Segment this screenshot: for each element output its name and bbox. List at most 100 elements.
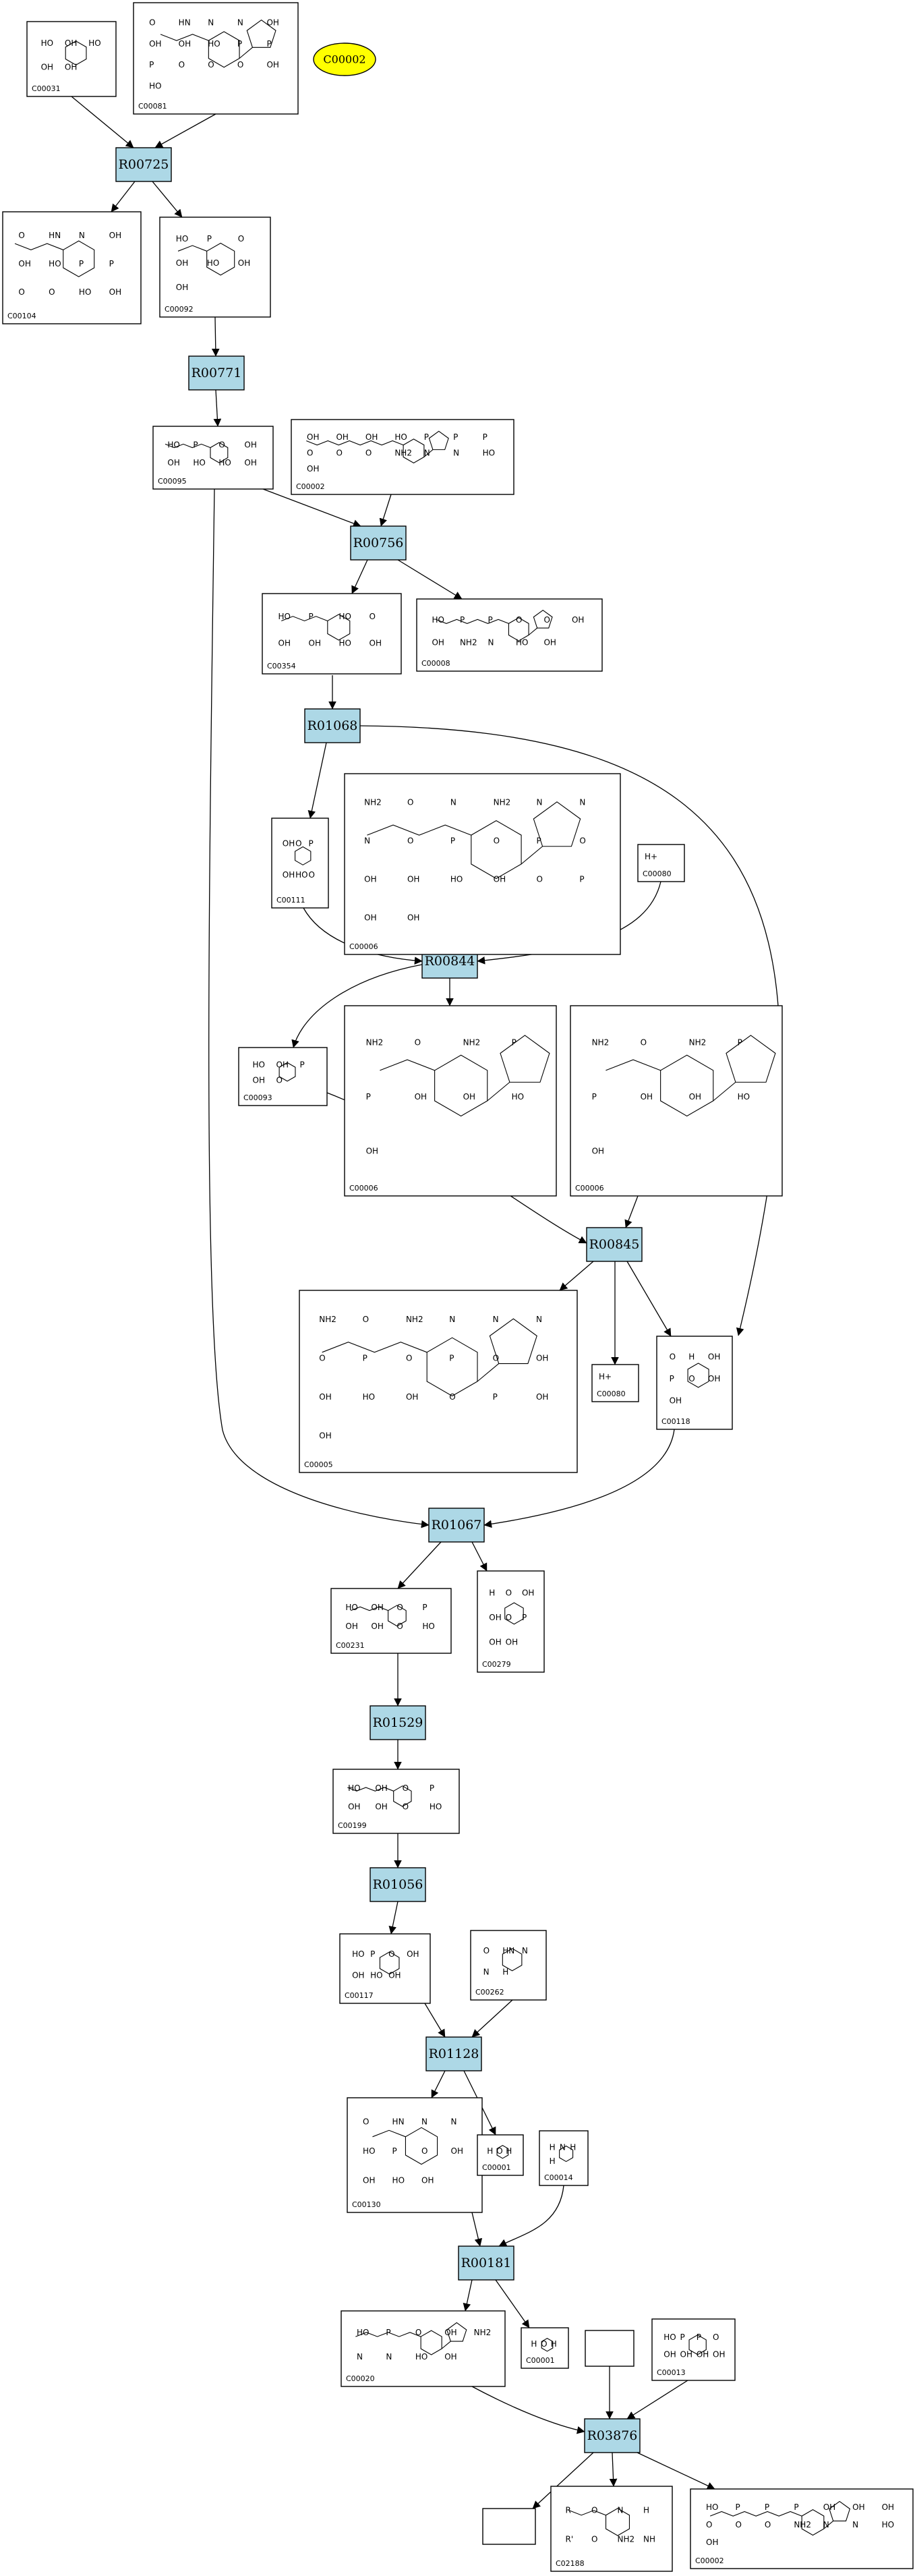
compound-box[interactable] bbox=[262, 593, 402, 675]
compound-box[interactable] bbox=[470, 1930, 547, 2001]
compound-box[interactable] bbox=[656, 1336, 733, 1430]
compound-box[interactable] bbox=[330, 1588, 452, 1654]
chain bbox=[281, 616, 328, 622]
compound-box[interactable] bbox=[2, 211, 142, 324]
compound-box[interactable] bbox=[521, 2327, 569, 2369]
compound-box[interactable] bbox=[291, 419, 514, 495]
atom-label: HO bbox=[41, 38, 53, 48]
atom-label: O bbox=[363, 2117, 369, 2127]
compound-box[interactable] bbox=[159, 217, 271, 318]
atom-label: P bbox=[735, 2502, 740, 2512]
atom-label: OH bbox=[307, 464, 319, 474]
compound-box[interactable] bbox=[152, 426, 274, 490]
compound-box[interactable] bbox=[539, 2130, 589, 2186]
compound-id-label: C00020 bbox=[346, 2374, 375, 2383]
edge-arrow bbox=[262, 488, 361, 527]
atom-label: NH2 bbox=[394, 449, 412, 458]
compound-box[interactable] bbox=[344, 1005, 557, 1197]
start-node[interactable]: C00002 bbox=[313, 42, 376, 76]
reaction-box[interactable] bbox=[350, 525, 407, 561]
compound-box[interactable] bbox=[651, 2318, 736, 2381]
reaction-box[interactable] bbox=[188, 355, 245, 391]
reaction-r00771[interactable]: R00771 bbox=[188, 355, 245, 391]
compound-box[interactable] bbox=[133, 2, 299, 115]
compound-box[interactable] bbox=[591, 1364, 639, 1402]
compound-box[interactable] bbox=[347, 2097, 483, 2213]
compound-box[interactable] bbox=[339, 1933, 431, 2004]
atom-label: P bbox=[309, 612, 314, 621]
atom-label: OH bbox=[536, 1353, 548, 1363]
compound-id-label: C00031 bbox=[32, 84, 61, 93]
reaction-box[interactable] bbox=[428, 1508, 485, 1543]
compound-box[interactable] bbox=[238, 1047, 328, 1106]
reaction-label: R00844 bbox=[425, 954, 475, 969]
reaction-box[interactable] bbox=[370, 1705, 426, 1740]
compound-box[interactable] bbox=[477, 2134, 524, 2176]
reaction-box[interactable] bbox=[370, 1867, 426, 1902]
reaction-box[interactable] bbox=[304, 708, 361, 743]
blank-box-2[interactable] bbox=[482, 2508, 536, 2545]
reaction-r01529[interactable]: R01529 bbox=[370, 1705, 426, 1740]
compound-box[interactable] bbox=[637, 844, 685, 882]
reaction-r01067[interactable]: R01067 bbox=[428, 1508, 485, 1543]
compound-c00080a[interactable]: H+C00080 bbox=[637, 844, 685, 882]
atom-label: OH bbox=[65, 38, 77, 48]
reaction-r00845[interactable]: R00845 bbox=[586, 1227, 643, 1262]
start-node-ellipse[interactable] bbox=[313, 42, 376, 76]
reaction-r00181[interactable]: R00181 bbox=[458, 2245, 514, 2281]
reaction-box[interactable] bbox=[115, 147, 172, 182]
reaction-r00725[interactable]: R00725 bbox=[115, 147, 172, 182]
blank-box-1[interactable] bbox=[585, 2330, 634, 2367]
compound-box[interactable] bbox=[26, 21, 117, 97]
reaction-r00756[interactable]: R00756 bbox=[350, 525, 407, 561]
reaction-r01056[interactable]: R01056 bbox=[370, 1867, 426, 1902]
compound-box[interactable] bbox=[341, 2310, 506, 2387]
atom-label: H bbox=[502, 1967, 508, 1976]
compound-box[interactable] bbox=[570, 1005, 783, 1197]
reaction-r03876[interactable]: R03876 bbox=[584, 2418, 641, 2453]
compound-box[interactable] bbox=[332, 1769, 460, 1834]
reaction-box[interactable] bbox=[458, 2245, 514, 2281]
compound-box[interactable] bbox=[299, 1290, 578, 1473]
atom-label: NH2 bbox=[592, 1037, 610, 1047]
compound-box[interactable] bbox=[344, 773, 621, 955]
compound-c00080b[interactable]: H+C00080 bbox=[591, 1364, 639, 1402]
edge-arrow bbox=[532, 2452, 594, 2509]
reaction-box[interactable] bbox=[586, 1227, 643, 1262]
reaction-r01068[interactable]: R01068 bbox=[304, 708, 361, 743]
atom-label: N bbox=[453, 449, 459, 458]
reaction-box[interactable] bbox=[584, 2418, 641, 2453]
compound-box[interactable] bbox=[550, 2486, 673, 2572]
reaction-r01128[interactable]: R01128 bbox=[425, 2036, 482, 2071]
compound-box[interactable] bbox=[477, 1570, 545, 1673]
reaction-box[interactable] bbox=[425, 2036, 482, 2071]
